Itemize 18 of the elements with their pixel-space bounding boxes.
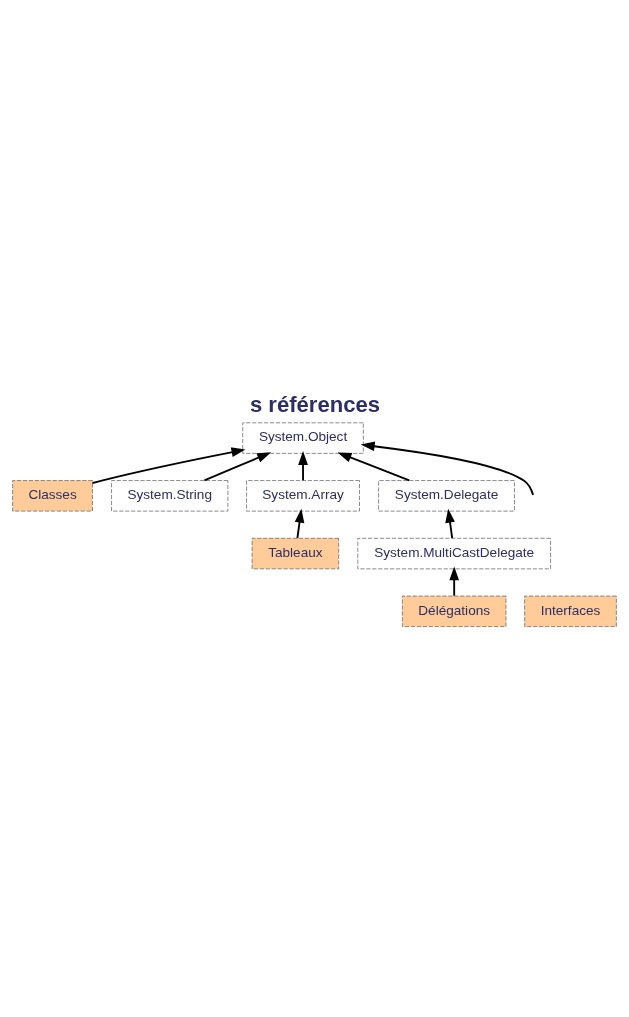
arrow: [203, 451, 272, 481]
diagram-title: s références: [249, 391, 380, 417]
arrow: [360, 440, 535, 496]
arrow: [445, 508, 455, 539]
node-box: System.MultiCastDelegate: [357, 537, 551, 569]
node-box: Classes: [12, 479, 93, 511]
node-box: Interfaces: [524, 595, 617, 627]
arrow: [449, 565, 460, 597]
node-box: Délégations: [402, 595, 507, 627]
arrow: [337, 451, 411, 481]
node-box: System.Array: [246, 479, 360, 511]
arrow: [294, 508, 305, 539]
arrow: [298, 450, 308, 481]
arrow: [91, 446, 246, 484]
node-box: Tableaux: [251, 537, 340, 569]
node-box: System.Object: [242, 421, 364, 454]
node-box: System.Delegate: [378, 479, 515, 511]
node-box: System.String: [111, 479, 229, 511]
